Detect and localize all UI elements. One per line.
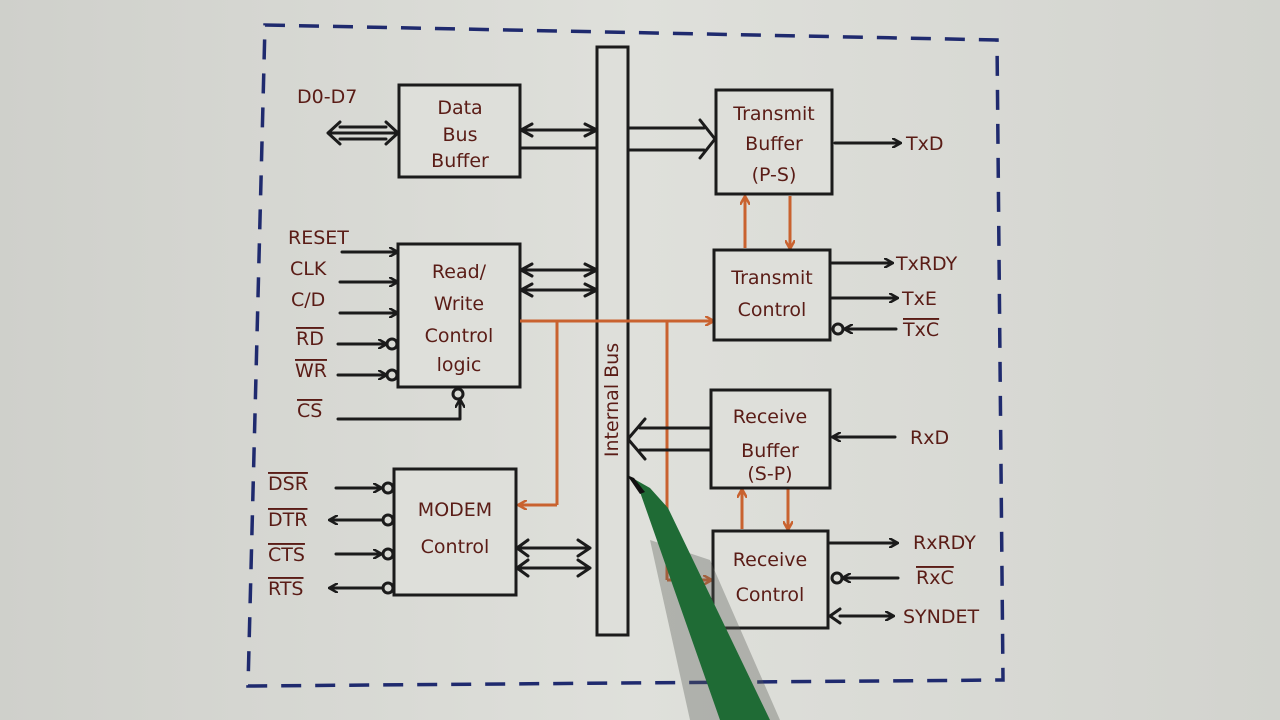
block-label: Write — [434, 293, 484, 315]
data-bus-arrow — [326, 120, 400, 146]
signal-txd: TxD — [905, 133, 943, 155]
block-label: Transmit — [730, 267, 812, 289]
block-label: Bus — [443, 124, 478, 146]
bidirectional-arrow — [519, 122, 599, 150]
signal-syndet: SYNDET — [903, 606, 980, 628]
block-label: Control — [425, 325, 494, 347]
signal-rd: RD — [296, 328, 324, 350]
receive-buffer-block: Receive Buffer (S-P) — [709, 388, 832, 490]
transmit-control-arrows — [830, 263, 897, 336]
signal-rxd: RxD — [910, 427, 949, 449]
block-label: MODEM — [418, 499, 492, 521]
block-label: Buffer — [745, 133, 803, 155]
signal-txe: TxE — [901, 288, 937, 310]
block-label: Control — [736, 584, 805, 606]
chip-boundary — [246, 23, 1005, 688]
block-label: Buffer — [431, 150, 489, 172]
transmit-control-block: Transmit Control — [712, 248, 832, 342]
read-write-control-block: Read/ Write Control logic — [396, 242, 522, 389]
signal-rxc: RxC — [916, 567, 954, 589]
signal-cts: CTS — [268, 544, 305, 566]
block-label: Data — [437, 97, 482, 119]
bidirectional-arrow — [519, 262, 599, 298]
block-label: (P-S) — [752, 164, 797, 186]
marker-pen — [627, 475, 780, 720]
signal-d0-d7: D0-D7 — [297, 86, 357, 108]
signal-dtr: DTR — [268, 509, 307, 531]
signal-dsr: DSR — [268, 473, 308, 495]
block-label: Receive — [733, 549, 807, 571]
signal-rxrdy: RxRDY — [913, 532, 976, 554]
block-label: (S-P) — [747, 463, 792, 485]
signal-txc: TxC — [902, 319, 939, 341]
block-label: Transmit — [732, 103, 814, 125]
bus-to-transmit-arrow — [626, 118, 717, 160]
block-label: Control — [421, 536, 490, 558]
block-label: Buffer — [741, 440, 799, 462]
modem-arrows — [330, 481, 592, 595]
signal-txrdy: TxRDY — [895, 253, 958, 275]
rw-input-arrows — [336, 252, 463, 421]
receive-to-bus-arrow — [626, 417, 713, 461]
block-label: Control — [738, 299, 807, 321]
internal-bus-label: Internal Bus — [601, 343, 623, 457]
signal-reset: RESET — [288, 227, 349, 249]
data-bus-buffer-block: Data Bus Buffer — [397, 83, 522, 179]
receive-control-arrows — [828, 543, 900, 625]
transmit-buffer-block: Transmit Buffer (P-S) — [714, 88, 834, 196]
block-label: Receive — [733, 406, 807, 428]
signal-wr: WR — [295, 360, 327, 382]
signal-cs: CS — [297, 400, 322, 422]
block-label: Read/ — [432, 261, 487, 283]
internal-bus — [595, 45, 630, 637]
modem-control-block: MODEM Control — [392, 467, 518, 597]
signal-clk: CLK — [290, 258, 327, 280]
block-label: logic — [437, 354, 482, 376]
receive-control-block: Receive Control — [711, 529, 830, 630]
signal-c-d: C/D — [291, 289, 325, 311]
signal-rts: RTS — [268, 578, 304, 600]
